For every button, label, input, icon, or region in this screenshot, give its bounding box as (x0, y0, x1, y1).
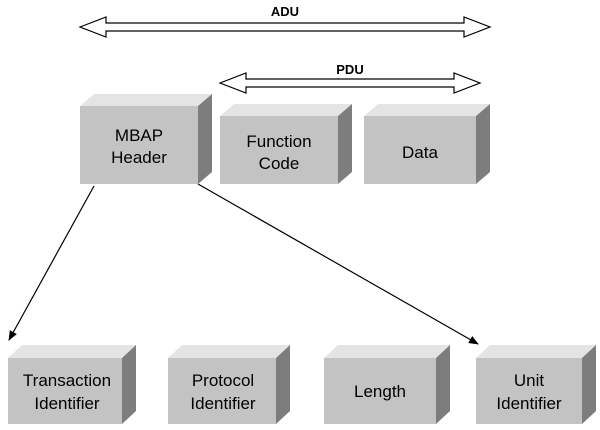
transaction-identifier-line2: Identifier (34, 394, 100, 413)
transaction-identifier-line1: Transaction (23, 371, 111, 390)
adu-span-arrow: ADU (78, 4, 492, 38)
connector-mbap-to-transaction (8, 185, 95, 341)
box-protocol-identifier: Protocol Identifier (168, 345, 290, 424)
connector-mbap-to-unit (197, 183, 479, 345)
pdu-arrow-shape (218, 72, 482, 94)
unit-identifier-line2: Identifier (496, 394, 562, 413)
mbap-header-line2: Header (111, 148, 167, 167)
box-length: Length (324, 345, 450, 424)
box-function-code: Function Code (220, 104, 352, 184)
unit-identifier-line1: Unit (514, 371, 545, 390)
pdu-label: PDU (336, 62, 363, 77)
box-unit-identifier: Unit Identifier (476, 345, 596, 424)
pdu-span-arrow: PDU (218, 62, 482, 94)
box-mbap-header: MBAP Header (80, 94, 212, 184)
box-transaction-identifier: Transaction Identifier (8, 345, 136, 424)
length-line1: Length (354, 382, 406, 401)
mbap-header-line1: MBAP (115, 126, 163, 145)
adu-label: ADU (271, 4, 299, 19)
protocol-identifier-line1: Protocol (192, 371, 254, 390)
function-code-line1: Function (246, 132, 311, 151)
adu-arrow-shape (78, 16, 492, 38)
function-code-line2: Code (259, 154, 300, 173)
data-line1: Data (402, 143, 438, 162)
protocol-identifier-line2: Identifier (190, 394, 256, 413)
box-data: Data (364, 104, 490, 184)
